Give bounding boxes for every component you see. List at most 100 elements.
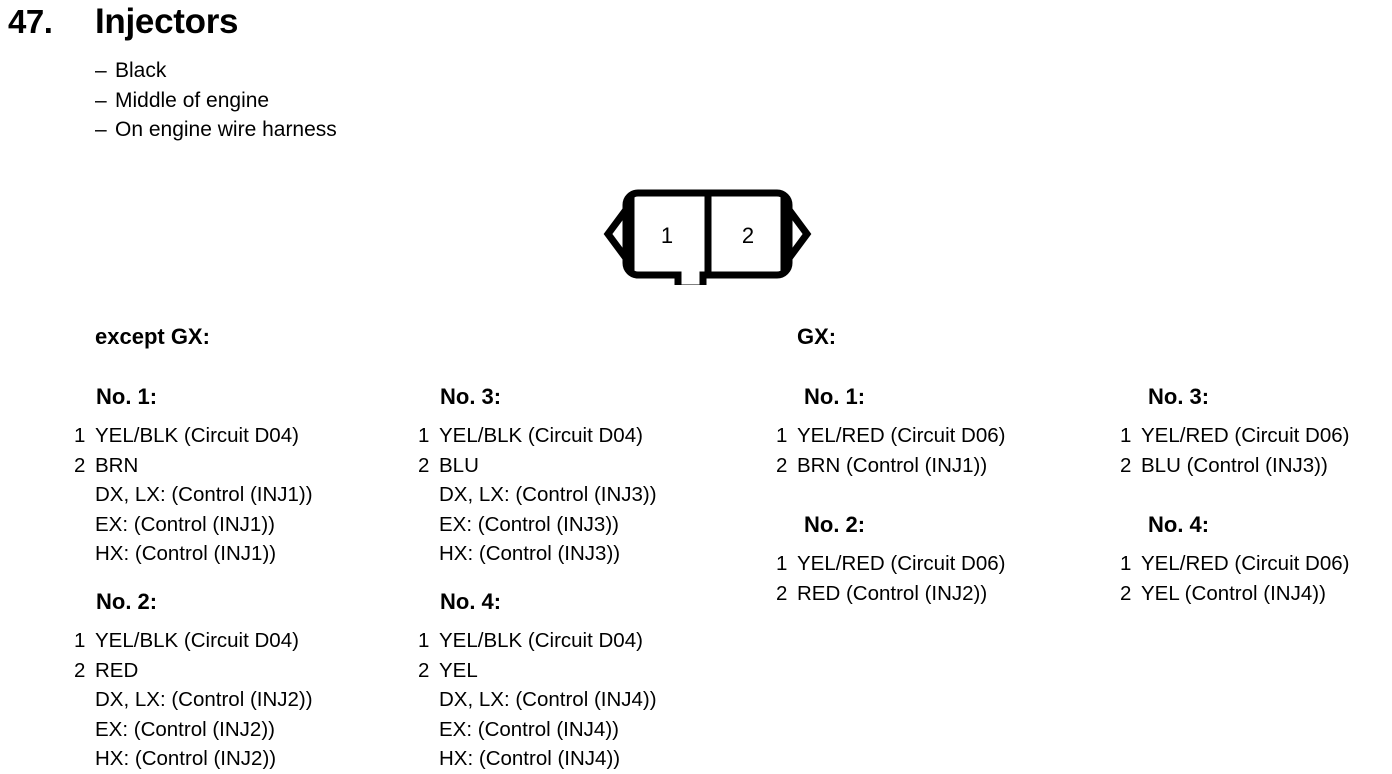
dash-marker: – [95,118,107,141]
pin-row: 2 BRN DX, LX: (Control (INJ1)) EX: (Cont… [74,451,313,569]
item-number: 47. [8,3,53,40]
injector-block-gx-2: No. 2: 1 YEL/RED (Circuit D06) 2 RED (Co… [776,511,1005,608]
section-heading-gx: GX: [797,324,837,349]
pin-value: YEL/RED (Circuit D06) [797,549,1005,579]
pin-value-text: RED [95,658,139,682]
pin-row: 1 YEL/BLK (Circuit D04) [418,421,657,451]
pin-value: RED (Control (INJ2)) [797,579,987,609]
pin-value: YEL (Control (INJ4)) [1141,579,1326,609]
connector-symbol: 1 2 [603,189,812,292]
pin-number: 2 [776,453,788,477]
pin-value-text: YEL/BLK (Circuit D04) [439,424,643,447]
pin-row: 2 RED DX, LX: (Control (INJ2)) EX: (Cont… [74,656,313,774]
pin-value-text: YEL [439,658,478,682]
pin-row: 2 BRN (Control (INJ1)) [776,451,1005,481]
injector-title: No. 1: [96,384,158,409]
pin-row: 1 YEL/BLK (Circuit D04) [418,626,657,656]
pin-value: YEL/BLK (Circuit D04) [439,626,643,656]
pin-value: RED DX, LX: (Control (INJ2)) EX: (Contro… [95,656,313,774]
pin-detail-line: EX: (Control (INJ2)) [95,717,275,741]
pin-number: 2 [1120,581,1132,605]
injector-title: No. 3: [440,384,502,409]
injector-title: No. 4: [440,589,502,614]
pin-value-text: YEL/BLK (Circuit D04) [95,424,299,447]
pin-value-text: YEL (Control (INJ4)) [1141,581,1326,605]
injector-title: No. 4: [1148,512,1210,537]
pin-value-text: YEL/RED (Circuit D06) [1141,552,1350,575]
dash-marker: – [95,59,107,82]
pin-value: YEL/RED (Circuit D06) [1141,421,1349,451]
pin-number: 2 [74,453,86,477]
pin-value: BLU (Control (INJ3)) [1141,451,1328,481]
pin-value: YEL/BLK (Circuit D04) [439,421,643,451]
injector-block-gx-1: No. 1: 1 YEL/RED (Circuit D06) 2 BRN (Co… [776,383,1005,480]
pin-detail-line: DX, LX: (Control (INJ4)) [439,688,657,711]
connector-right-arrow-icon [780,192,812,276]
pin-value: YEL/RED (Circuit D06) [1141,549,1349,579]
connector-pin-2-label: 2 [742,223,754,248]
injector-block-gx-3: No. 3: 1 YEL/RED (Circuit D06) 2 BLU (Co… [1120,383,1349,480]
pin-row: 1 YEL/RED (Circuit D06) [776,421,1005,451]
attribute-item: –On engine wire harness [95,115,337,145]
injector-title: No. 3: [1148,384,1210,409]
pin-number: 2 [418,658,430,682]
attribute-label: Middle of engine [115,88,270,112]
attribute-item: –Middle of engine [95,86,337,116]
injector-block-except-gx-4: No. 4: 1 YEL/BLK (Circuit D04) 2 YEL DX,… [418,588,657,774]
pin-value: YEL/BLK (Circuit D04) [95,421,299,451]
pin-value-text: RED (Control (INJ2)) [797,581,988,605]
dash-marker: – [95,88,107,112]
pin-detail-line: HX: (Control (INJ4)) [439,747,621,770]
pin-row: 1 YEL/BLK (Circuit D04) [74,626,313,656]
attribute-label: Black [115,59,167,82]
pin-value-text: YEL/BLK (Circuit D04) [95,629,299,652]
pin-detail-line: HX: (Control (INJ2)) [95,747,277,770]
pin-number: 2 [1120,453,1132,477]
pin-row: 1 YEL/RED (Circuit D06) [776,549,1005,579]
pin-value: BRN (Control (INJ1)) [797,451,987,481]
pin-row: 2 BLU (Control (INJ3)) [1120,451,1349,481]
pin-number: 1 [776,424,788,447]
pin-detail-line: EX: (Control (INJ1)) [95,512,275,536]
pin-row: 2 BLU DX, LX: (Control (INJ3)) EX: (Cont… [418,451,657,569]
pin-number: 2 [74,658,86,682]
injector-block-except-gx-3: No. 3: 1 YEL/BLK (Circuit D04) 2 BLU DX,… [418,383,657,569]
pin-row: 1 YEL/BLK (Circuit D04) [74,421,313,451]
pin-value: YEL/RED (Circuit D06) [797,421,1005,451]
pin-detail-line: EX: (Control (INJ3)) [439,512,619,536]
pin-number: 1 [418,629,430,652]
pin-detail-line: HX: (Control (INJ3)) [439,542,621,565]
pin-detail-line: EX: (Control (INJ4)) [439,717,619,741]
pin-detail-line: DX, LX: (Control (INJ2)) [95,688,313,711]
pin-number: 1 [1120,424,1132,447]
pin-number: 2 [418,453,430,477]
pin-value-text: YEL/RED (Circuit D06) [797,424,1006,447]
pin-value-text: YEL/RED (Circuit D06) [797,552,1006,575]
pin-value-text: BRN (Control (INJ1)) [797,453,988,477]
pin-row: 1 YEL/RED (Circuit D06) [1120,421,1349,451]
pin-row: 1 YEL/RED (Circuit D06) [1120,549,1349,579]
injector-block-gx-4: No. 4: 1 YEL/RED (Circuit D06) 2 YEL (Co… [1120,511,1349,608]
pin-row: 2 YEL (Control (INJ4)) [1120,579,1349,609]
attribute-list: –Black –Middle of engine –On engine wire… [95,56,337,145]
injector-title: No. 2: [804,512,866,537]
pin-row: 2 RED (Control (INJ2)) [776,579,1005,609]
pin-number: 1 [74,629,86,652]
pin-value-text: YEL/RED (Circuit D06) [1141,424,1350,447]
pin-detail-line: DX, LX: (Control (INJ3)) [439,483,657,506]
pin-value-text: BLU [439,453,479,477]
connector-pin-1-label: 1 [661,223,673,248]
pin-number: 1 [74,424,86,447]
injector-block-except-gx-2: No. 2: 1 YEL/BLK (Circuit D04) 2 RED DX,… [74,588,313,774]
connector-diagram: 1 2 [600,185,815,292]
pin-value-text: BRN [95,453,139,477]
pin-value: YEL DX, LX: (Control (INJ4)) EX: (Contro… [439,656,657,774]
attribute-item: –Black [95,56,337,86]
injector-title: No. 1: [804,384,866,409]
pin-value-text: BLU (Control (INJ3)) [1141,453,1328,477]
pin-value-text: YEL/BLK (Circuit D04) [439,629,643,652]
page-header: 47. Injectors –Black –Middle of engine –… [0,0,1392,150]
pin-number: 1 [1120,552,1132,575]
attribute-label: On engine wire harness [115,118,337,141]
pin-number: 2 [776,581,788,605]
